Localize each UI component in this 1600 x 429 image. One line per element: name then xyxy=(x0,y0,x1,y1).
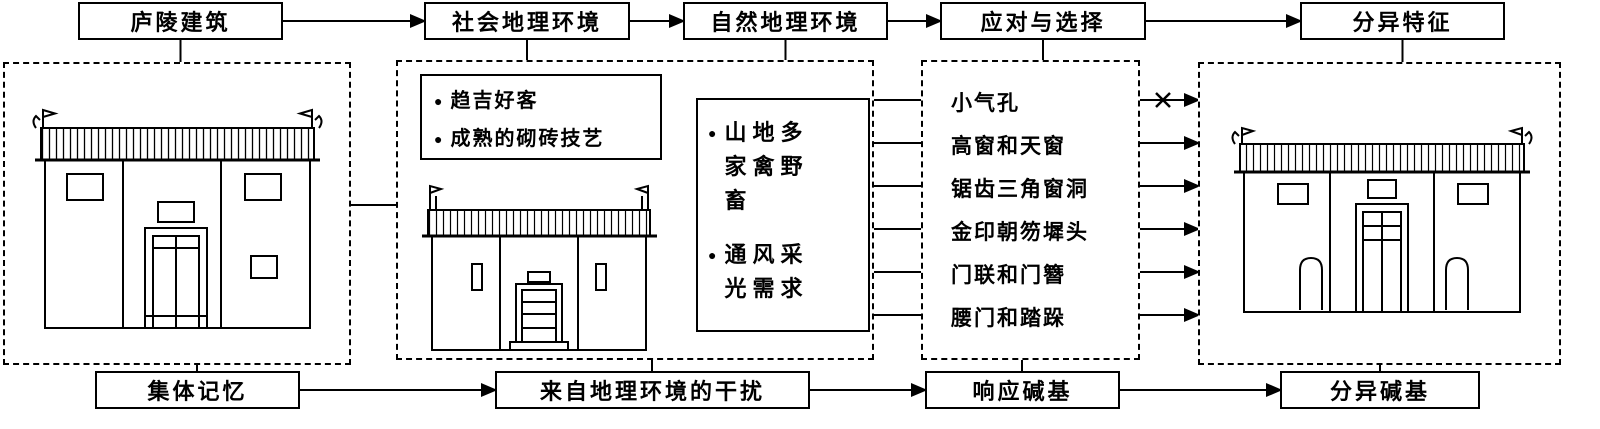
bullet-icon: ● xyxy=(434,93,443,109)
panel-link-lines xyxy=(351,99,921,316)
social-factor-item: ● 趋吉好客 xyxy=(434,86,648,116)
social-factor-label: 趋吉好客 xyxy=(450,90,539,112)
vertical-connectors xyxy=(179,40,1404,372)
node-differentiation-features: 分异特征 xyxy=(1300,2,1505,40)
response-item: 高窗和天窗 xyxy=(951,134,1066,158)
response-item: 金印朝笏墀头 xyxy=(951,220,1089,244)
node-label: 庐陵建筑 xyxy=(130,10,231,35)
building-illustration-right xyxy=(1231,126,1533,313)
natural-factors-box: ● 山地多家禽野畜 ● 通风采光需求 xyxy=(696,98,870,332)
social-factor-label: 成熟的砌砖技艺 xyxy=(450,128,605,150)
node-collective-memory: 集体记忆 xyxy=(95,371,300,409)
building-illustration-middle xyxy=(422,184,657,351)
responses-list: 小气孔 高窗和天窗 锯齿三角窗洞 金印朝笏墀头 门联和门簪 腰门和踏跺 xyxy=(951,80,1132,338)
node-differentiation-bases: 分异碱基 xyxy=(1280,371,1480,409)
node-label: 集体记忆 xyxy=(147,379,248,404)
panel-responses: 小气孔 高窗和天窗 锯齿三角窗洞 金印朝笏墀头 门联和门簪 腰门和踏跺 xyxy=(921,60,1140,360)
response-item: 门联和门簪 xyxy=(951,263,1066,287)
node-response-bases: 响应碱基 xyxy=(925,371,1120,409)
node-label: 社会地理环境 xyxy=(451,10,602,35)
node-label: 来自地理环境的干扰 xyxy=(539,379,765,404)
node-response-and-selection: 应对与选择 xyxy=(940,2,1146,40)
response-item: 小气孔 xyxy=(951,91,1020,115)
natural-factor-item: ● 通风采光需求 xyxy=(708,238,858,306)
social-factor-item: ● 成熟的砌砖技艺 xyxy=(434,124,648,154)
building-illustration-left xyxy=(32,108,323,329)
natural-factor-label: 山地多家禽野畜 xyxy=(724,120,809,213)
node-label: 响应碱基 xyxy=(972,379,1073,404)
response-arrows xyxy=(1140,92,1201,323)
node-label: 分异特征 xyxy=(1352,10,1453,35)
bullet-icon: ● xyxy=(434,131,443,147)
node-natural-geo-environment: 自然地理环境 xyxy=(683,2,888,40)
node-label: 自然地理环境 xyxy=(710,10,861,35)
node-label: 应对与选择 xyxy=(980,10,1106,35)
panel-result-building xyxy=(1198,62,1561,365)
social-factors-box: ● 趋吉好客 ● 成熟的砌砖技艺 xyxy=(420,74,662,160)
node-label: 分异碱基 xyxy=(1329,379,1430,404)
node-luling-architecture: 庐陵建筑 xyxy=(78,2,283,40)
top-flow-arrows xyxy=(283,13,1303,29)
bottom-flow-arrows xyxy=(300,382,1283,398)
natural-factor-item: ● 山地多家禽野畜 xyxy=(708,116,858,218)
response-item: 腰门和踏跺 xyxy=(951,306,1066,330)
blocked-x-mark xyxy=(1155,92,1171,108)
node-social-geo-environment: 社会地理环境 xyxy=(424,2,630,40)
bullet-icon: ● xyxy=(708,125,717,141)
natural-factor-label: 通风采光需求 xyxy=(724,242,809,301)
response-item: 锯齿三角窗洞 xyxy=(951,177,1089,201)
node-geo-environment-disturbance: 来自地理环境的干扰 xyxy=(495,371,810,409)
bullet-icon: ● xyxy=(708,247,717,263)
